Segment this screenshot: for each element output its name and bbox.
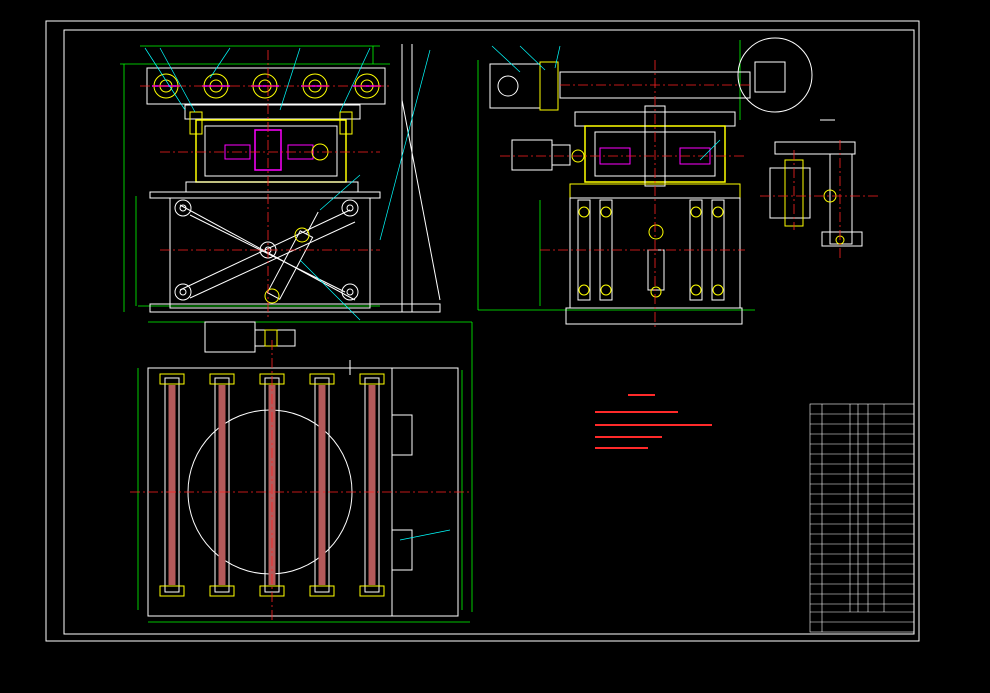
parts-list-table [809, 403, 915, 633]
detail-view [760, 119, 880, 260]
plan-view [130, 321, 473, 623]
inner-border [63, 29, 915, 635]
side-view [477, 37, 813, 330]
outer-border [45, 20, 920, 642]
front-view [120, 44, 441, 321]
technical-requirements [595, 394, 712, 449]
